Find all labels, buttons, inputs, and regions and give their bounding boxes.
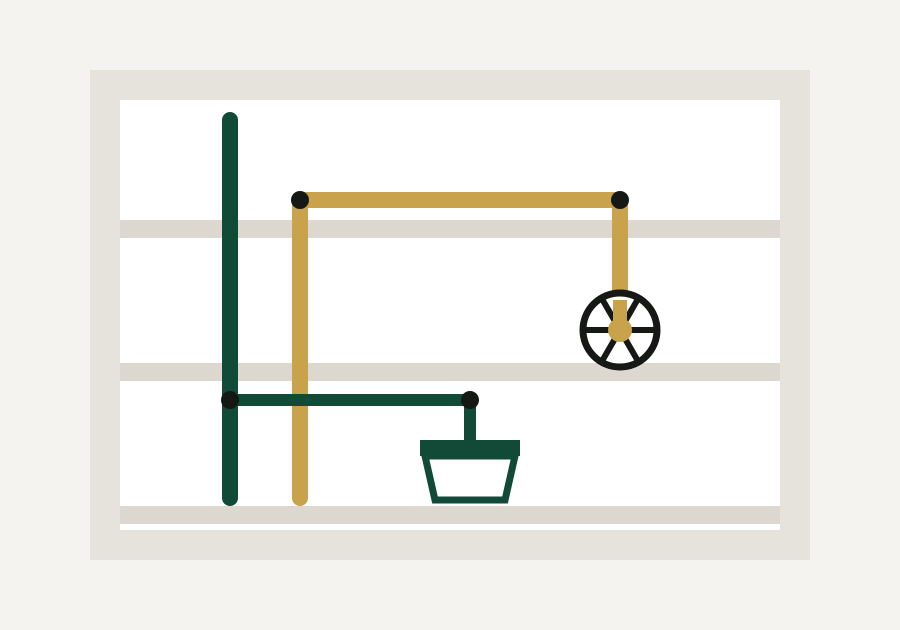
basin-rim — [420, 440, 520, 456]
shelf-middle — [120, 363, 780, 381]
basin-icon — [420, 440, 520, 504]
joint-gold-top-left — [291, 191, 309, 209]
joint-green-left — [221, 391, 239, 409]
joint-gold-top-right — [611, 191, 629, 209]
shelf-top — [120, 220, 780, 238]
basin-bowl — [420, 452, 520, 504]
valve-wheel-hub — [608, 318, 632, 342]
joint-green-right — [461, 391, 479, 409]
valve-wheel-icon — [579, 289, 661, 371]
shelf-bottom — [120, 506, 780, 524]
